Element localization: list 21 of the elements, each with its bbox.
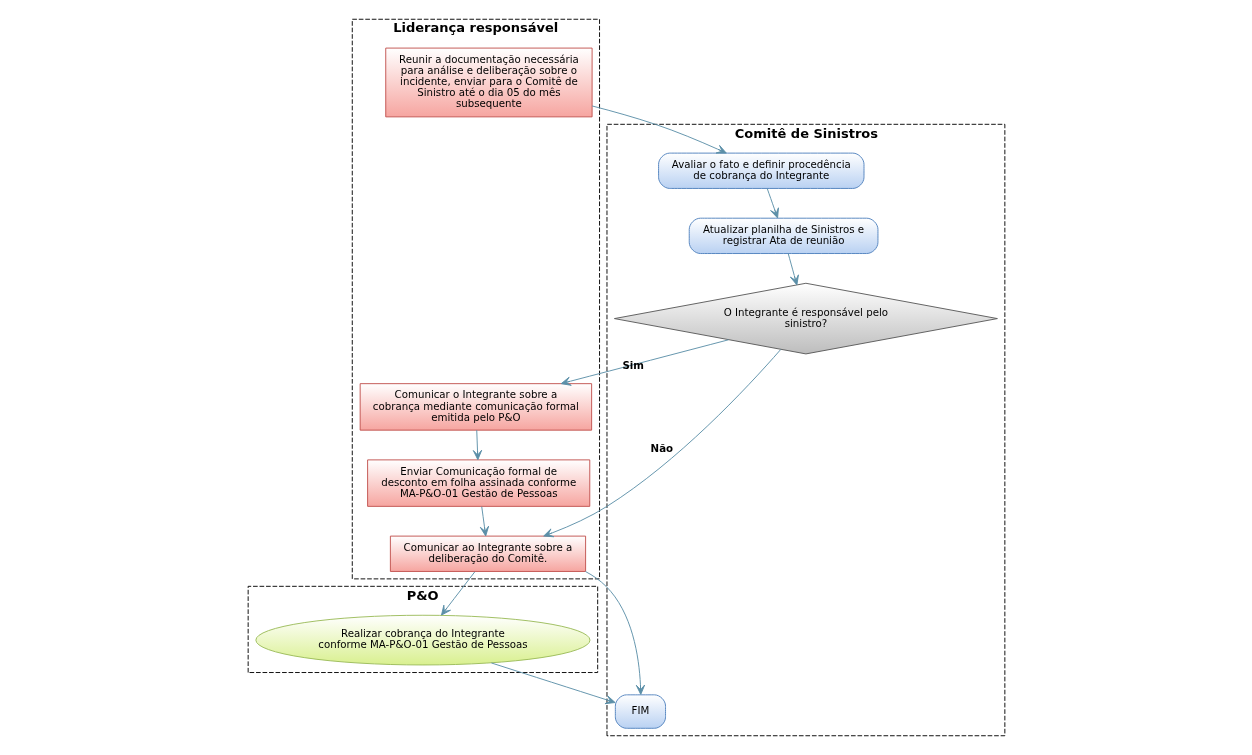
arrow [591,105,727,154]
arrow [472,429,482,461]
arrow [766,188,779,219]
arrow [584,571,645,695]
node-box: Atualizar planilha de Sinistros e registrar Ata de reunião [688,217,878,254]
node-box: Avaliar o fato e definir procedência de cobrança do Integrante [657,152,864,189]
edge-label: Sim [621,359,644,371]
node-box: FIM [614,694,666,729]
node-box: Enviar Comunicação formal de desconto em folha assinada conforme MA-P&O-01 Gestão de Pessoas [366,459,590,507]
edge-label: Não [650,443,673,455]
node-diamond: O Integrante é responsável pelo sinistro? [613,282,998,355]
node-box: Comunicar o Integrante sobre a cobrança mediante comunicação formal emitida pelo P&O [359,383,592,431]
arrow [560,339,729,386]
arrow [440,571,475,616]
node-box: Reunir a documentação necessária para análise e deliberação sobre o incidente, enviar para o Comitê de Sinistro até o dia 05 do mês subsequente [384,47,593,118]
node-ellipse: Realizar cobrança do Integrante conforme MA-P&O-01 Gestão de Pessoas [254,614,590,666]
arrow [490,662,616,705]
arrow [479,506,489,537]
arrow [787,253,799,286]
node-box: Comunicar ao Integrante sobre a deliberação do Comitê. [389,535,586,572]
arrow [542,349,781,538]
